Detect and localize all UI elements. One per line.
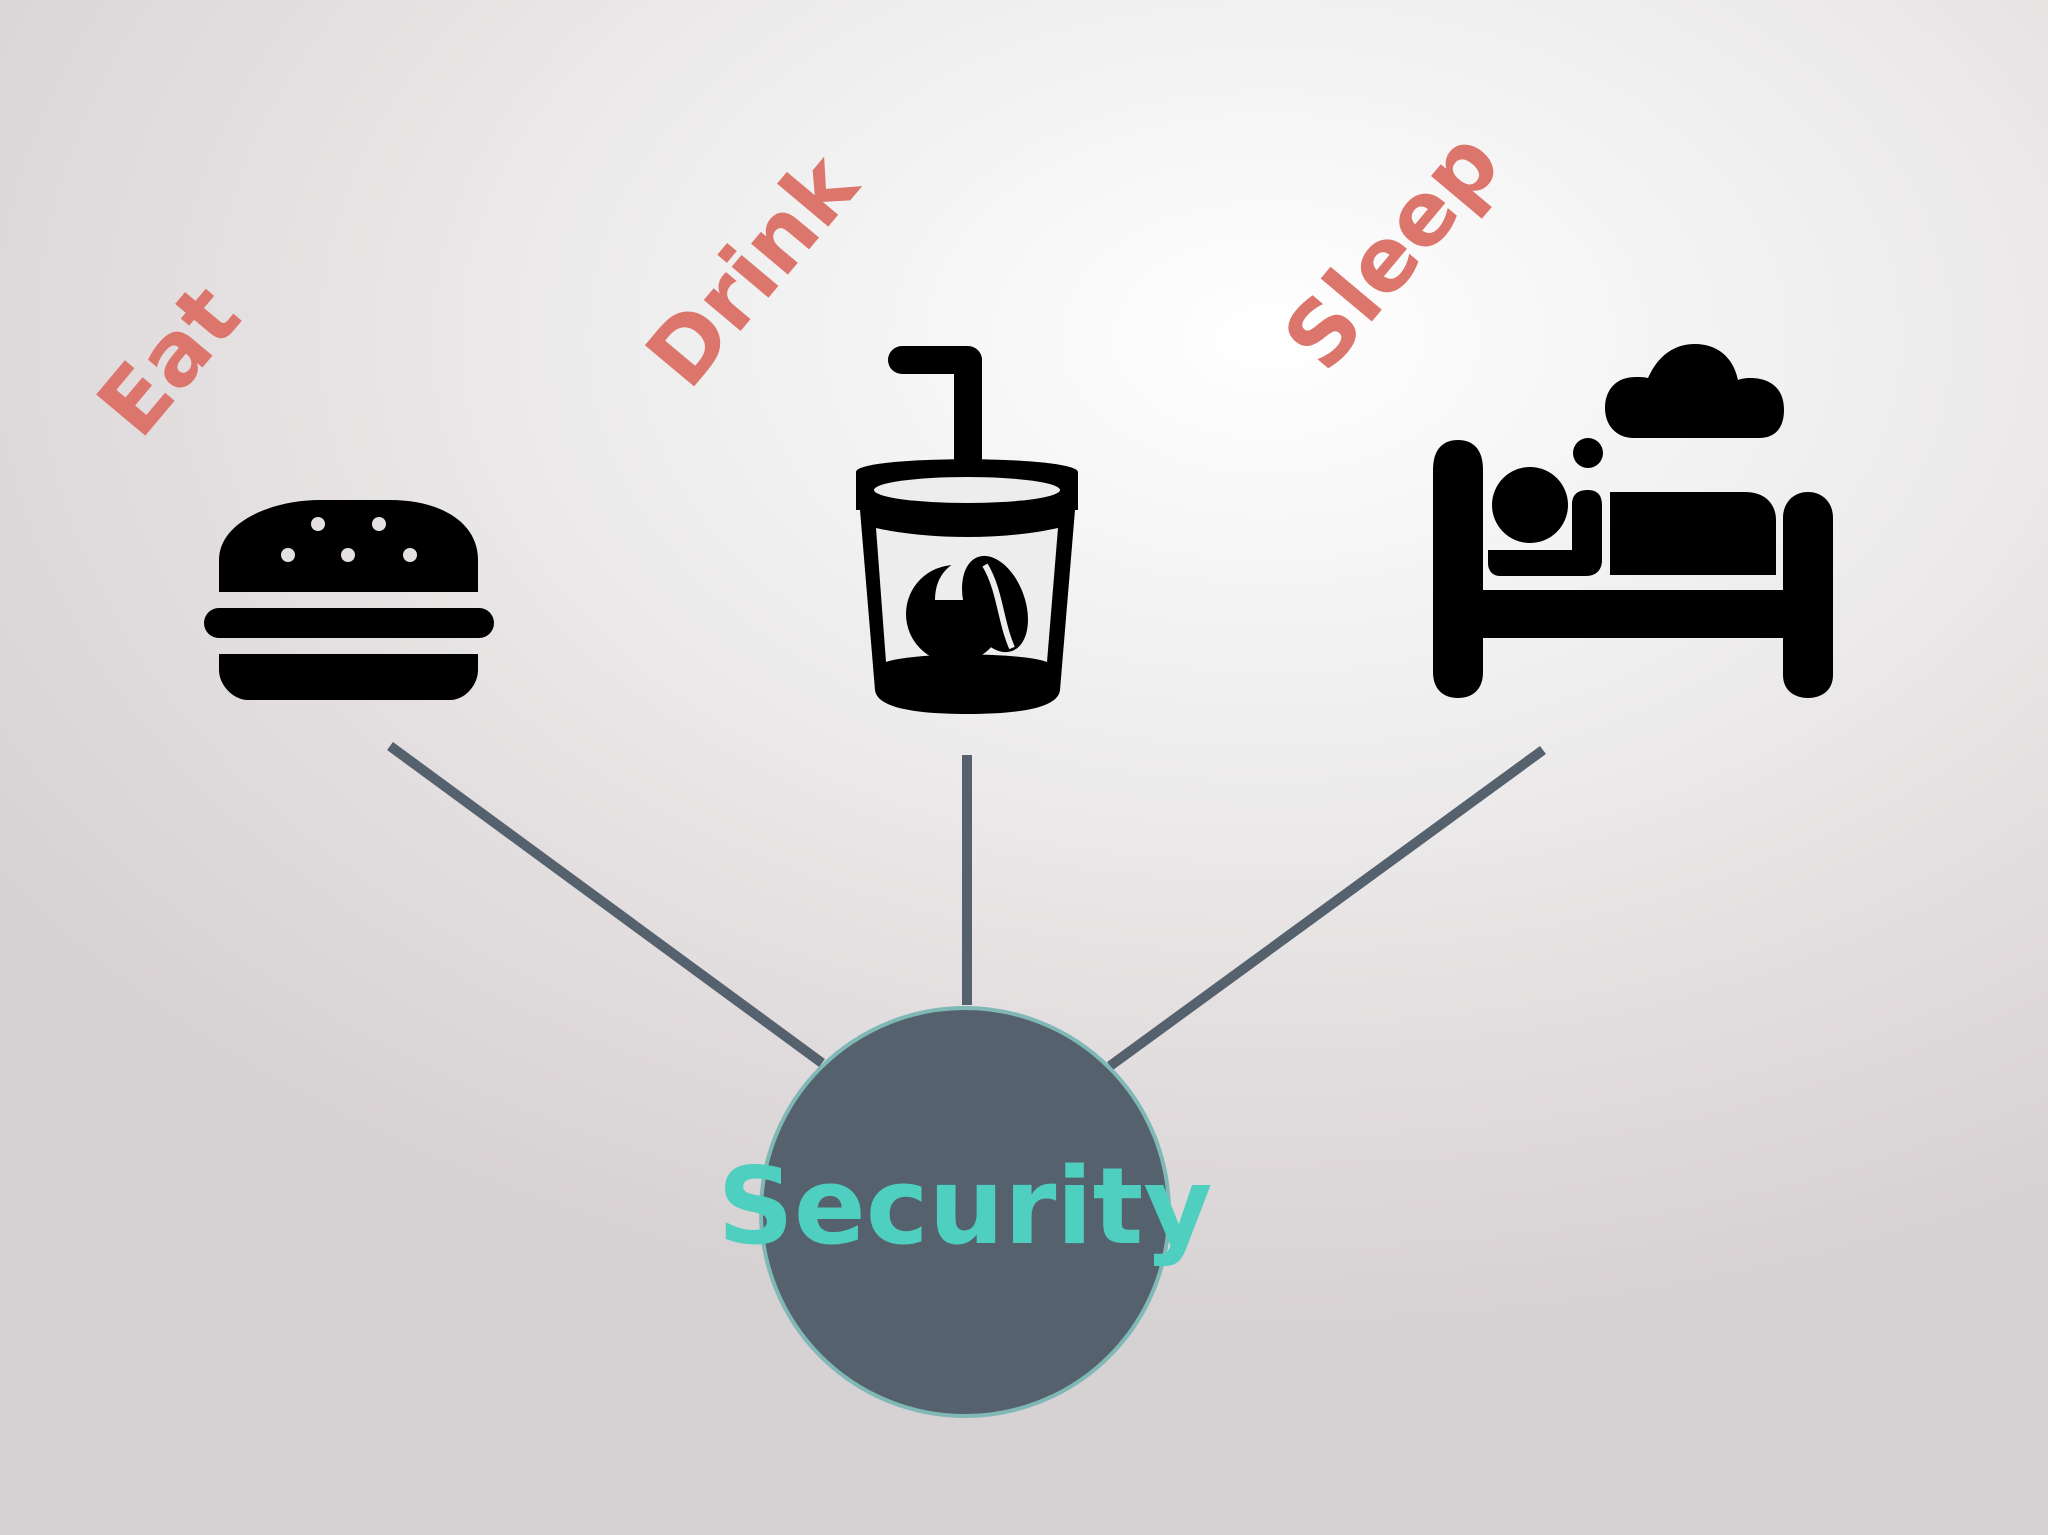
connector-eat — [387, 741, 825, 1068]
label-sleep: Sleep — [1264, 112, 1520, 390]
connector-sleep — [1107, 745, 1546, 1071]
hub-node: Security — [718, 1006, 1213, 1418]
hub-circle — [759, 1006, 1171, 1418]
drink-cup-icon — [856, 346, 1078, 714]
label-drink: Drink — [626, 133, 879, 406]
sleeping-bed-icon — [1433, 344, 1833, 698]
connectors — [387, 741, 1546, 1071]
hub-label: Security — [718, 1145, 1213, 1268]
burger-icon — [204, 500, 494, 700]
label-eat: Eat — [77, 265, 260, 455]
